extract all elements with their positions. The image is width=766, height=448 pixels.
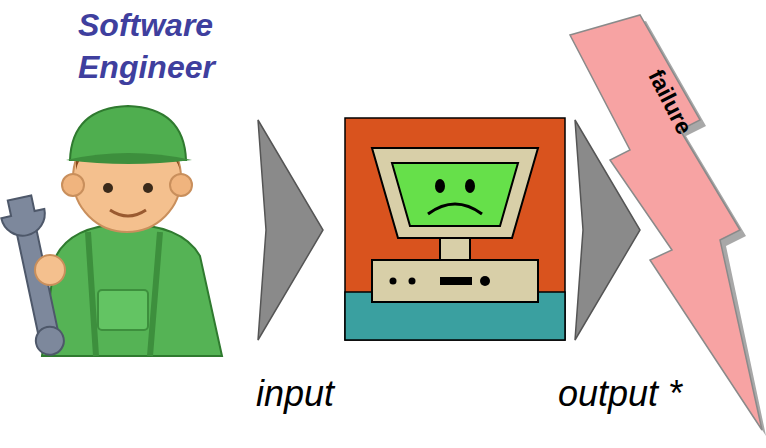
cap bbox=[70, 106, 186, 160]
flow-label: input bbox=[210, 372, 380, 416]
overalls bbox=[42, 224, 222, 356]
eye bbox=[143, 183, 153, 193]
input-chevron bbox=[258, 120, 323, 340]
cap-brim bbox=[66, 153, 192, 164]
wrench bbox=[0, 193, 74, 359]
bolt-shape bbox=[570, 15, 762, 430]
hand bbox=[35, 255, 65, 285]
overall-straps bbox=[88, 232, 160, 356]
engineer-figure bbox=[0, 106, 222, 359]
eye bbox=[103, 183, 113, 193]
smile bbox=[110, 210, 146, 216]
role-heading: Software Engineer bbox=[78, 4, 258, 88]
ear bbox=[62, 174, 84, 196]
flow-label: output * bbox=[520, 372, 720, 416]
overall-pocket bbox=[98, 290, 148, 330]
ear bbox=[170, 174, 192, 196]
computer-icon bbox=[345, 118, 565, 340]
